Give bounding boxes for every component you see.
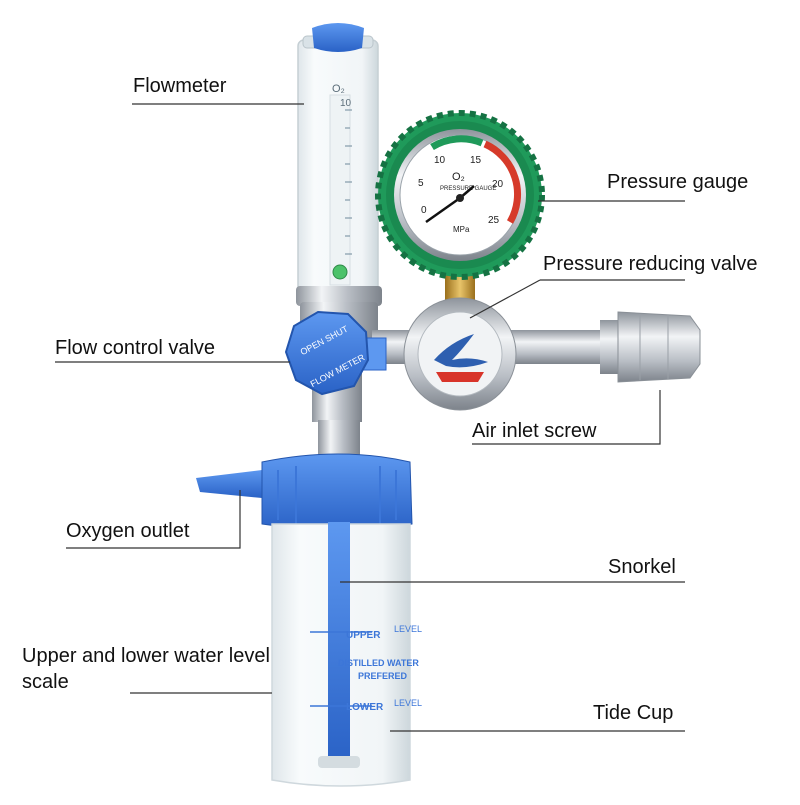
leader-oxygen-outlet (66, 490, 241, 549)
flowmeter-gas-label: O₂ (332, 83, 345, 95)
label-air-inlet-screw: Air inlet screw (472, 420, 597, 442)
scale-upper: UPPER (346, 630, 381, 641)
flow-control-valve-knob: OPEN SHUT FLOW METER (284, 310, 387, 422)
scale-lower: LOWER (346, 702, 384, 713)
connector-stem (318, 420, 360, 456)
gauge-tick-0: 0 (421, 205, 427, 216)
flowmeter-tube: O₂ 10 (296, 23, 382, 348)
scale-prefered: PREFERED (358, 671, 408, 681)
scale-level-lower: LEVEL (394, 698, 422, 708)
gauge-tick-20: 20 (492, 179, 504, 190)
gauge-unit: MPa (453, 225, 470, 234)
label-pressure-gauge: Pressure gauge (607, 171, 749, 193)
snorkel-tube (328, 522, 350, 762)
gauge-tick-10: 10 (434, 155, 446, 166)
label-flowmeter: Flowmeter (133, 75, 227, 97)
oxygen-outlet-nozzle (196, 470, 262, 498)
label-flow-control-valve: Flow control valve (55, 337, 216, 359)
scale-distilled: DISTILLED WATER (338, 658, 419, 668)
air-inlet-nut (617, 311, 701, 383)
gauge-caption: PRESSURE GAUGE (440, 186, 496, 192)
leader-lines (55, 103, 685, 732)
flowmeter-cap (312, 23, 364, 52)
gauge-tick-5: 5 (418, 178, 424, 189)
leader-pressure-reducing-valve-d (469, 279, 541, 319)
gauge-tick-15: 15 (470, 155, 482, 166)
leader-air-inlet-screw (472, 390, 661, 445)
swallow-logo (434, 334, 488, 368)
flowmeter-ball (332, 264, 348, 280)
pressure-reducing-valve (403, 297, 517, 411)
humidifier-cup: UPPER LEVEL DISTILLED WATER PREFERED LOW… (196, 453, 422, 787)
label-snorkel: Snorkel (608, 556, 676, 578)
gauge-gas-label: O₂ (452, 171, 465, 183)
gauge-needle (425, 196, 461, 224)
scale-level-upper: LEVEL (394, 624, 422, 634)
pressure-gauge: 0 5 10 15 20 25 O₂ PRESSURE GAUGE MPa (375, 110, 545, 310)
label-tide-cup: Tide Cup (593, 702, 674, 724)
gauge-tick-25: 25 (488, 215, 500, 226)
cup-lid (261, 453, 413, 531)
label-oxygen-outlet: Oxygen outlet (66, 520, 190, 542)
flowmeter-max-label: 10 (340, 98, 352, 109)
label-pressure-reducing-valve: Pressure reducing valve (543, 253, 758, 275)
label-water-level-scale: Upper and lower water level scale (22, 645, 270, 693)
